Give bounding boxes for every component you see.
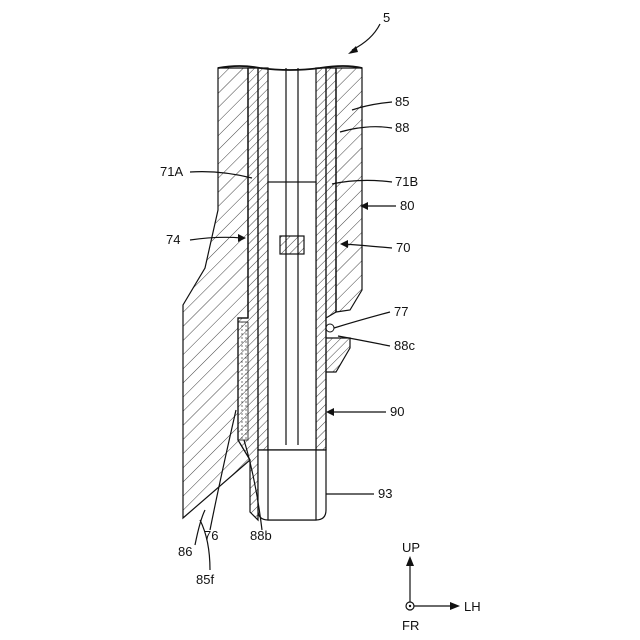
label-88: 88 <box>395 120 409 135</box>
right-arrow-icon <box>450 602 460 610</box>
region-88b <box>238 322 248 440</box>
notch-77 <box>326 324 334 332</box>
housing-85 <box>336 68 362 312</box>
axis-up-label: UP <box>402 540 420 555</box>
label-assembly: 5 <box>383 10 390 25</box>
label-90: 90 <box>390 404 404 419</box>
label-76: 76 <box>204 528 218 543</box>
cap-inner <box>268 450 316 520</box>
label-74: 74 <box>166 232 180 247</box>
shaft-90 <box>268 182 316 450</box>
label-88c: 88c <box>394 338 415 353</box>
label-85: 85 <box>395 94 409 109</box>
direction-indicator: UP LH FR <box>402 540 481 633</box>
housing-86 <box>183 68 250 518</box>
label-77: 77 <box>394 304 408 319</box>
label-70: 70 <box>396 240 410 255</box>
flange-88c <box>326 338 350 372</box>
label-85f: 85f <box>196 572 214 587</box>
label-80: 80 <box>400 198 414 213</box>
wall-71B <box>326 68 336 318</box>
label-71B: 71B <box>395 174 418 189</box>
axis-lh-label: LH <box>464 599 481 614</box>
axis-fr-label: FR <box>402 618 419 633</box>
label-71A: 71A <box>160 164 183 179</box>
up-arrow-icon <box>406 556 414 566</box>
label-88b: 88b <box>250 528 272 543</box>
tube-right-wall <box>316 68 326 450</box>
center-block <box>280 236 304 254</box>
tube-left-wall <box>258 68 268 450</box>
label-86: 86 <box>178 544 192 559</box>
label-93: 93 <box>378 486 392 501</box>
